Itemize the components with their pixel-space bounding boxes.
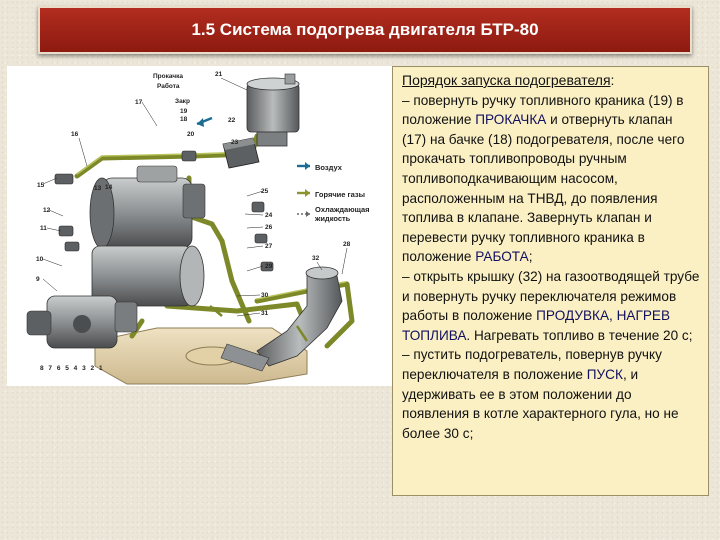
callout-16: 16	[71, 131, 79, 138]
callout-9: 9	[36, 276, 40, 283]
callout-19: 19	[180, 108, 188, 115]
callout-11: 11	[40, 225, 47, 232]
heater-cylinder	[91, 245, 205, 307]
callout-26: 26	[265, 224, 273, 231]
slide-title-banner: 1.5 Система подогрева двигателя БТР-80	[38, 6, 692, 54]
callout-numbers: 21 17 19 18 22 16 20 23 15 13 14 12 11 1…	[36, 71, 351, 372]
pump-motor-assembly	[26, 295, 138, 349]
callout-22: 22	[228, 117, 236, 124]
leader-lines	[42, 77, 348, 317]
callout-29: 29	[265, 263, 273, 270]
procedure-heading: Порядок запуска подогревателя:	[402, 72, 615, 88]
label-zakr: Закр	[175, 98, 190, 105]
slide-title: 1.5 Система подогрева двигателя БТР-80	[191, 20, 539, 39]
procedure-step-2: – открыть крышку (32) на газоотводящей т…	[402, 268, 700, 343]
callout-row-bottom: 8 7 6 5 4 3 2 1	[40, 365, 103, 372]
heater-boiler	[89, 165, 206, 249]
callout-25: 25	[261, 188, 269, 195]
heater-system-diagram: Воздух Горячие газы Охлаждающая жидкость…	[7, 66, 392, 386]
startup-procedure-text: Порядок запуска подогревателя: – поверну…	[392, 66, 709, 496]
callout-20: 20	[187, 131, 195, 138]
callout-18: 18	[180, 116, 188, 123]
diagram-legend: Воздух Горячие газы Охлаждающая жидкость	[297, 162, 370, 223]
callout-14: 14	[105, 184, 113, 191]
flow-arrows	[196, 116, 309, 342]
callout-23: 23	[231, 139, 239, 146]
callout-13: 13	[94, 185, 102, 192]
legend-air-label: Воздух	[315, 163, 343, 172]
callout-17: 17	[135, 99, 143, 106]
callout-28: 28	[343, 241, 351, 248]
callout-31: 31	[261, 310, 269, 317]
callout-30: 30	[261, 292, 269, 299]
fuel-tank	[246, 73, 300, 147]
legend-gas-label: Горячие газы	[315, 190, 365, 199]
procedure-step-3: – пустить подогреватель, повернув ручку …	[402, 347, 679, 441]
legend-coolant-label-2: жидкость	[314, 214, 351, 223]
callout-27: 27	[265, 243, 273, 250]
fittings	[54, 150, 274, 272]
callout-32: 32	[312, 255, 320, 262]
procedure-step-1: – повернуть ручку топливного краника (19…	[402, 92, 685, 265]
label-rabota: Работа	[157, 82, 180, 90]
legend-coolant-label-1: Охлаждающая	[315, 205, 370, 214]
callout-24: 24	[265, 212, 273, 219]
callout-15: 15	[37, 182, 45, 189]
label-prokachka: Прокачка	[153, 73, 183, 80]
callout-12: 12	[43, 207, 51, 214]
callout-10: 10	[36, 256, 44, 263]
callout-21: 21	[215, 71, 223, 78]
exhaust-duct	[220, 266, 343, 372]
control-box	[222, 137, 260, 169]
